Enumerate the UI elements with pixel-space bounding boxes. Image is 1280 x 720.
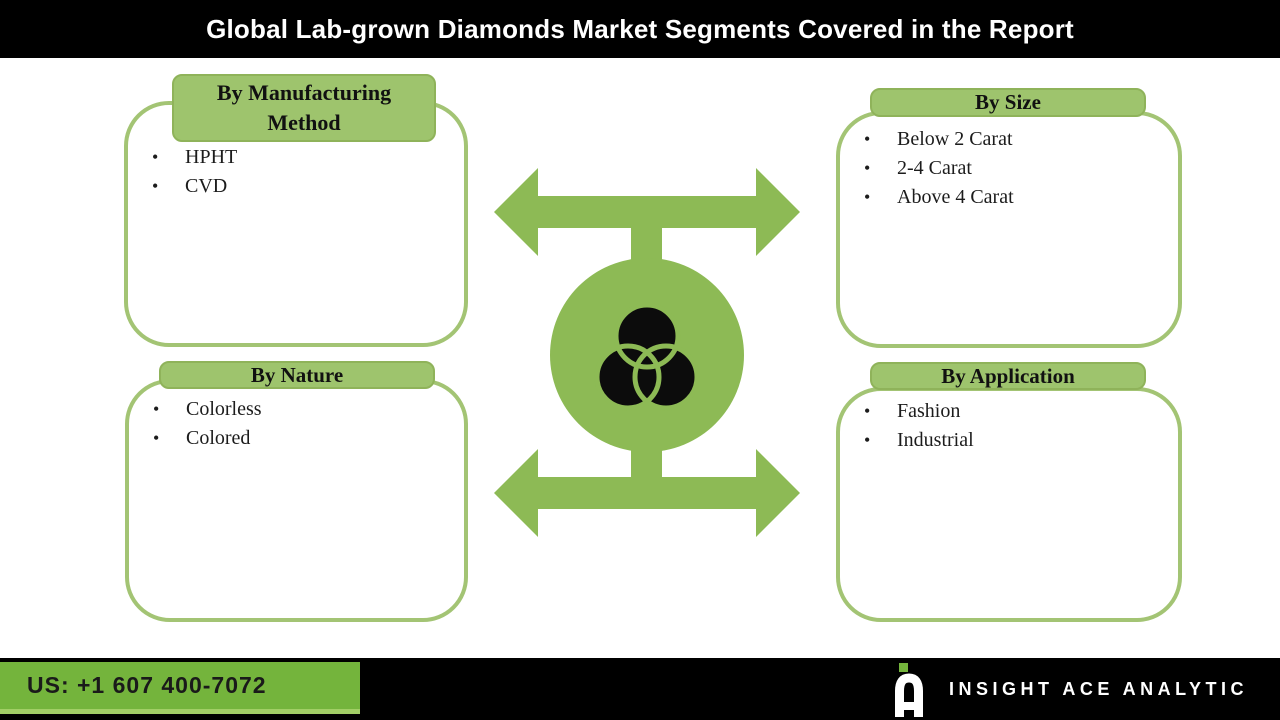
brand-logo-icon bbox=[894, 663, 923, 717]
list-item: Above 4 Carat bbox=[840, 185, 1178, 209]
list-item: CVD bbox=[128, 174, 464, 198]
list-item: Industrial bbox=[840, 428, 1178, 452]
center-connector-graphic bbox=[494, 168, 800, 537]
segment-box-application: Fashion Industrial bbox=[836, 387, 1182, 622]
brand-name: INSIGHT ACE ANALYTIC bbox=[948, 678, 1248, 699]
list-item: Colored bbox=[129, 426, 464, 450]
segment-header-application: By Application bbox=[870, 362, 1146, 390]
list-item: Colorless bbox=[129, 397, 464, 421]
list-item: Fashion bbox=[840, 399, 1178, 423]
segment-item-list: Below 2 Carat 2-4 Carat Above 4 Carat bbox=[840, 115, 1178, 209]
segment-item-list: Colorless Colored bbox=[129, 383, 464, 450]
list-item: Below 2 Carat bbox=[840, 127, 1178, 151]
phone-number: US: +1 607 400-7072 bbox=[27, 672, 267, 698]
phone-banner: US: +1 607 400-7072 bbox=[0, 662, 360, 714]
list-item: HPHT bbox=[128, 145, 464, 169]
venn-three-circles-icon bbox=[594, 302, 700, 411]
title-bar: Global Lab-grown Diamonds Market Segment… bbox=[0, 0, 1280, 58]
segment-header-nature: By Nature bbox=[159, 361, 435, 389]
segment-box-size: Below 2 Carat 2-4 Carat Above 4 Carat bbox=[836, 111, 1182, 348]
segment-item-list: HPHT CVD bbox=[128, 105, 464, 198]
list-item: 2-4 Carat bbox=[840, 156, 1178, 180]
page-title: Global Lab-grown Diamonds Market Segment… bbox=[206, 13, 1074, 44]
brand-lockup: INSIGHT ACE ANALYTIC bbox=[894, 660, 1248, 718]
segment-box-manufacturing-method: HPHT CVD bbox=[124, 101, 468, 347]
segment-header-manufacturing-method: By Manufacturing Method bbox=[172, 74, 436, 142]
segment-header-size: By Size bbox=[870, 88, 1146, 117]
segment-box-nature: Colorless Colored bbox=[125, 379, 468, 622]
horizontal-double-arrow-bottom-icon bbox=[494, 449, 800, 537]
segment-item-list: Fashion Industrial bbox=[840, 391, 1178, 452]
